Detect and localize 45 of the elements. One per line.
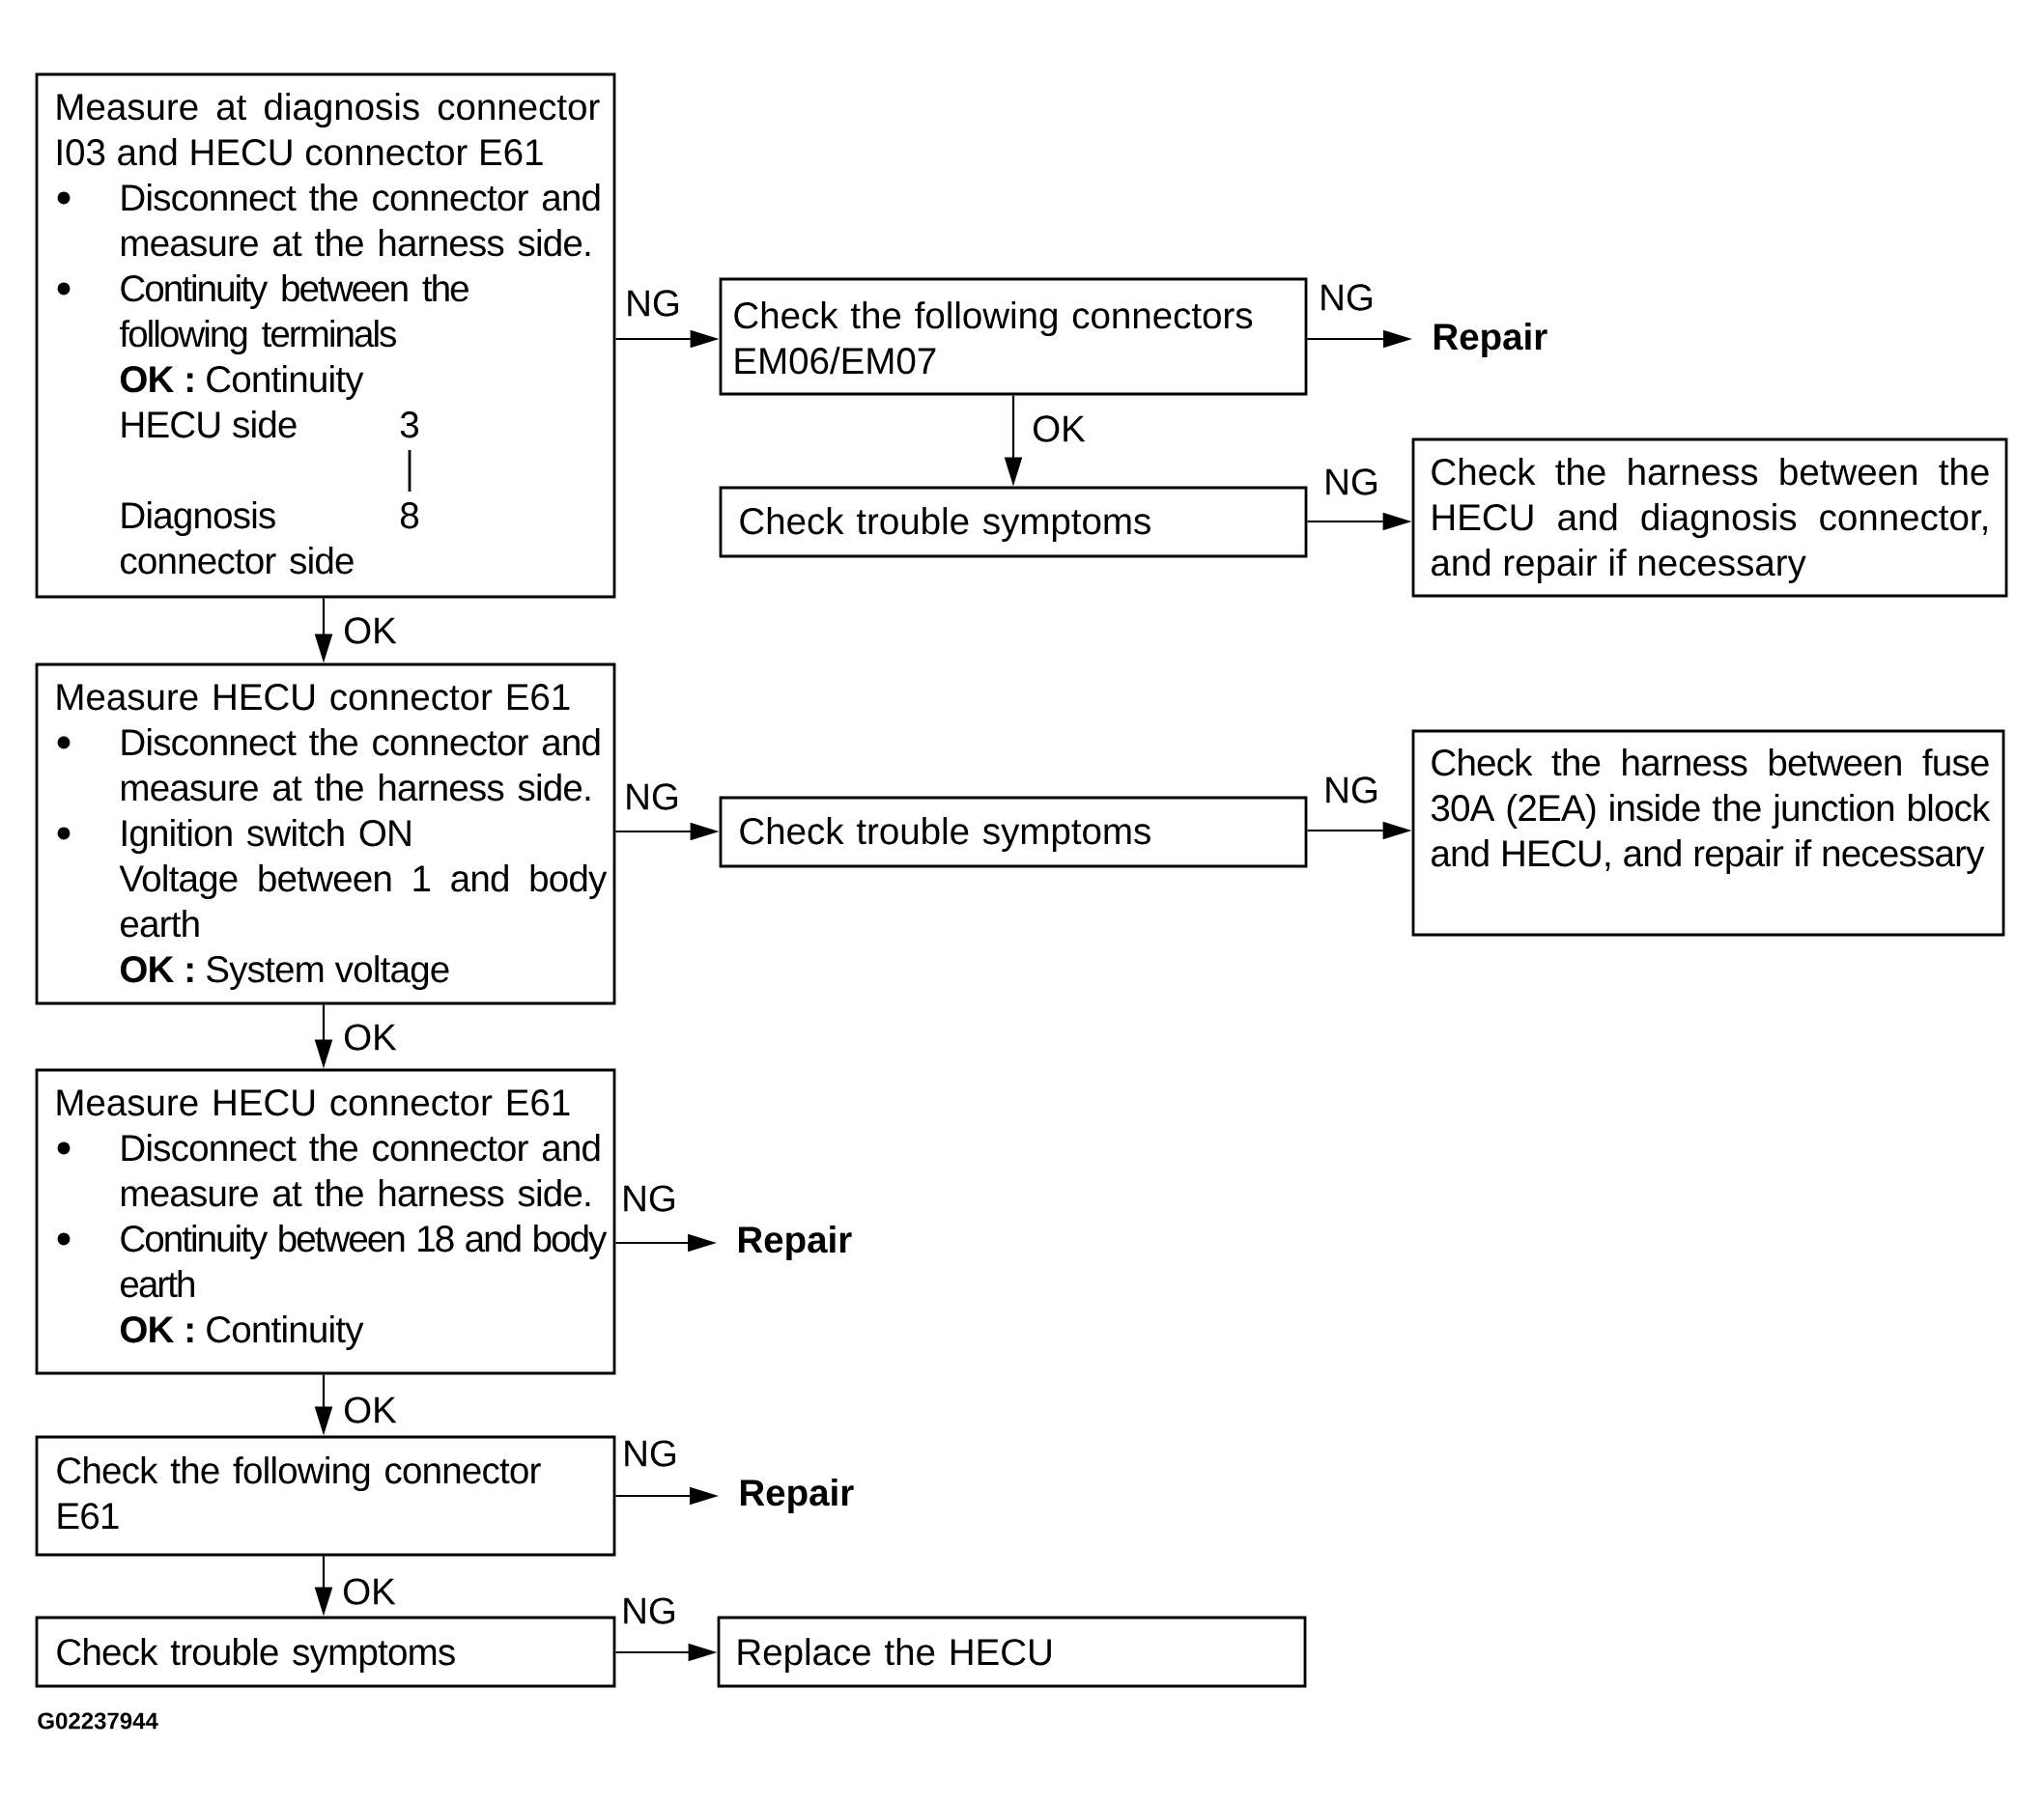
terminal-label: HECU side <box>122 410 297 438</box>
terminal-number: 3 <box>400 411 418 438</box>
criterion-text: OK : Continuity <box>120 365 364 400</box>
step-heading: Measure HECU connector E61 <box>57 684 570 711</box>
instruction-text: Continuity between the following terminals <box>119 274 468 354</box>
instruction-text: Disconnect the connector and measure at the harness side. <box>121 1134 600 1207</box>
edge-label: NG <box>619 1595 679 1626</box>
edge-label: NG <box>623 288 683 319</box>
action-text: Repair <box>739 1225 852 1260</box>
edge-label: NG <box>620 1438 680 1469</box>
process-box: Check the following connectors EM06/EM07 <box>719 277 1308 396</box>
step-heading: Measure HECU connector E61 <box>57 1089 570 1116</box>
process-box: Replace the HECU <box>717 1616 1307 1688</box>
process-box <box>35 72 616 599</box>
edge-label: OK <box>1030 413 1088 444</box>
terminal-number: 8 <box>400 502 419 529</box>
process-box: Check the harness between fuse 30A (2EA) inside the junction block and HECU, and repair if necessary <box>1411 729 2005 937</box>
edge-label: NG <box>1317 282 1377 313</box>
instruction-text: Continuity between 18 and body earth <box>121 1225 608 1298</box>
criterion-text: OK : System voltage <box>120 955 449 990</box>
edge-label: OK <box>341 615 399 646</box>
instruction-text: Disconnect the connector and measure at the harness side. <box>121 728 600 802</box>
process-box: Check trouble symptoms <box>719 796 1308 868</box>
edge-label: OK <box>340 1576 398 1607</box>
process-box: Check trouble symptoms <box>719 486 1308 558</box>
edge-label: OK <box>341 1395 399 1425</box>
terminal-label: Diagnosis connector side <box>121 501 354 575</box>
process-box: Check trouble symptoms <box>35 1616 616 1688</box>
step-heading: Measure at diagnosis connector I03 and HECU connector E61 <box>57 93 600 166</box>
criterion-text: OK : Continuity <box>120 1315 364 1350</box>
edge-label: OK <box>341 1022 399 1053</box>
process-box: Check the harness between the HECU and diagnosis connector, and repair if necessary <box>1411 437 2008 598</box>
process-box: Check the following connector E61 <box>35 1435 616 1557</box>
instruction-text: Disconnect the connector and measure at the harness side. <box>121 183 600 257</box>
edge-label: NG <box>1321 466 1381 497</box>
process-box <box>35 662 616 1005</box>
action-text: Repair <box>741 1479 854 1513</box>
edge-label: NG <box>622 781 682 812</box>
action-text: Repair <box>1434 323 1547 357</box>
edge-label: NG <box>619 1183 679 1214</box>
process-box <box>35 1068 616 1375</box>
instruction-text: Ignition switch ON <box>122 819 411 854</box>
figure-code: G02237944 <box>38 1712 158 1730</box>
edge-label: NG <box>1321 775 1381 805</box>
instruction-text: Voltage between 1 and body earth <box>119 864 608 938</box>
